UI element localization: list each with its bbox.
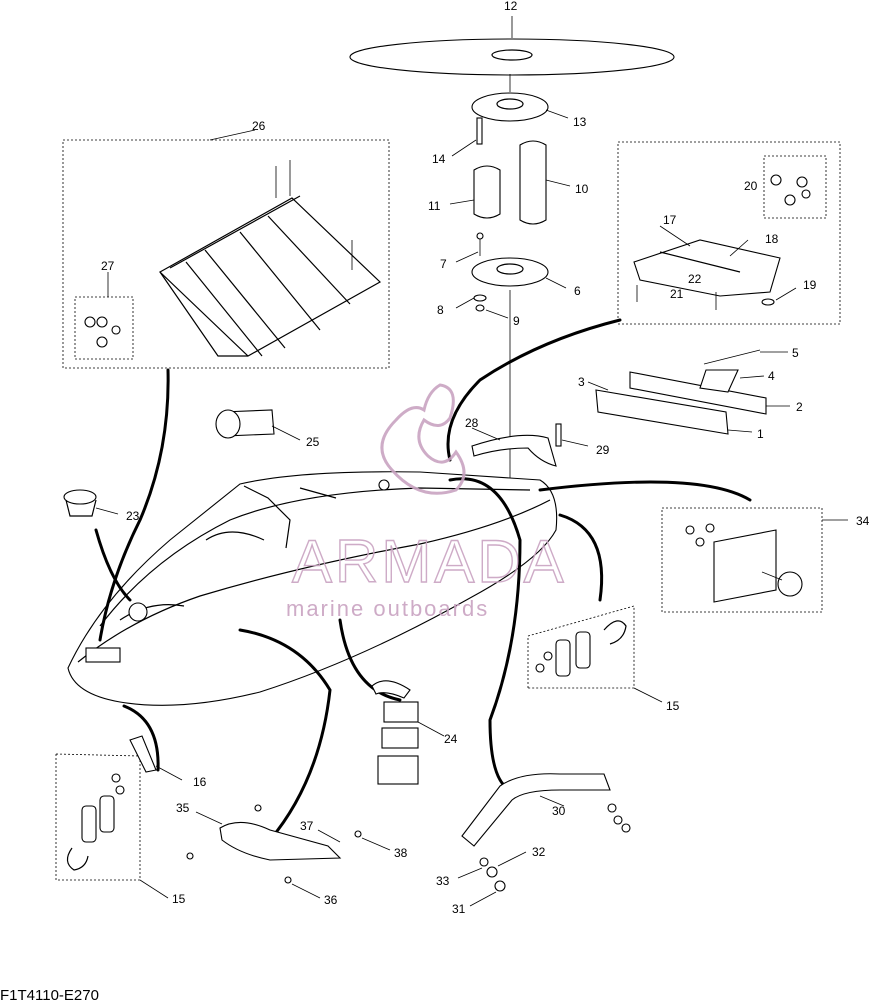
callout-37: 37 (300, 819, 314, 833)
callout-1: 1 (757, 427, 764, 441)
callout-23: 23 (126, 509, 140, 523)
callout-33: 33 (436, 874, 450, 888)
watermark-logo (380, 383, 466, 495)
callout-27: 27 (101, 259, 115, 273)
callout-25: 25 (306, 435, 320, 449)
mirror-part-25 (215, 409, 301, 441)
callout-19: 19 (803, 278, 817, 292)
screw-part-14 (451, 117, 483, 157)
callout-11: 11 (428, 199, 441, 213)
callout-4: 4 (768, 369, 775, 383)
callout-36: 36 (324, 893, 338, 907)
drawing-code: F1T4110-E270 (0, 987, 99, 1004)
callout-34: 34 (856, 514, 870, 528)
spring-part-24 (371, 680, 445, 785)
callout-17: 17 (663, 213, 677, 227)
callout-6: 6 (574, 284, 581, 298)
watermark-brand: ARMADA (292, 528, 567, 595)
callout-13: 13 (573, 115, 587, 129)
callout-15-right: 15 (666, 699, 680, 713)
callout-16: 16 (193, 775, 207, 789)
watermark: ARMADA marine outboards (286, 383, 567, 621)
callout-12: 12 (504, 0, 518, 13)
callout-7: 7 (440, 257, 447, 271)
callout-28: 28 (465, 416, 479, 430)
callout-3: 3 (578, 375, 585, 389)
callout-31: 31 (452, 902, 466, 916)
bow-rail-parts-35-38 (186, 804, 391, 899)
boat-hull (67, 471, 558, 706)
cleat-box-15-left (55, 753, 169, 899)
callout-8: 8 (437, 303, 444, 317)
handle-part-28 (471, 427, 557, 467)
callout-22: 22 (688, 272, 702, 286)
callout-38: 38 (394, 846, 408, 860)
callout-30: 30 (552, 804, 566, 818)
callout-24: 24 (444, 732, 458, 746)
vent-box-34 (661, 507, 848, 613)
grab-rail-part-30 (461, 773, 631, 847)
watermark-tagline: marine outboards (286, 596, 489, 621)
callout-26: 26 (252, 119, 266, 133)
callout-29: 29 (596, 443, 610, 457)
callout-18: 18 (765, 232, 779, 246)
callout-35: 35 (176, 801, 190, 815)
cleat-box-15-right (527, 605, 663, 703)
cup-holder-part-23 (63, 489, 119, 517)
table-post-parts (449, 140, 571, 225)
callout-labels: 1 2 3 4 5 6 7 8 9 10 11 12 13 14 15 15 1… (101, 0, 870, 916)
callout-32: 32 (532, 845, 546, 859)
ladder-assembly-box (62, 129, 390, 369)
lower-mount-plate-part (471, 257, 567, 490)
upper-mount-plate-part (471, 74, 569, 122)
seat-bracket-box (617, 141, 841, 325)
callout-15-left: 15 (172, 892, 186, 906)
nut-parts-31-33 (457, 851, 527, 907)
table-top-part (349, 16, 675, 76)
rail-parts-1-5 (587, 349, 790, 435)
callout-21: 21 (670, 287, 684, 301)
fastener-parts-7-8-9 (455, 232, 509, 319)
callout-20: 20 (744, 179, 758, 193)
callout-2: 2 (796, 400, 803, 414)
callout-5: 5 (792, 346, 799, 360)
callout-9: 9 (513, 314, 520, 328)
callout-10: 10 (575, 182, 589, 196)
callout-14: 14 (432, 152, 446, 166)
leader-lines (94, 318, 752, 842)
bracket-part-16 (129, 735, 183, 781)
bolt-part-29 (555, 423, 589, 447)
